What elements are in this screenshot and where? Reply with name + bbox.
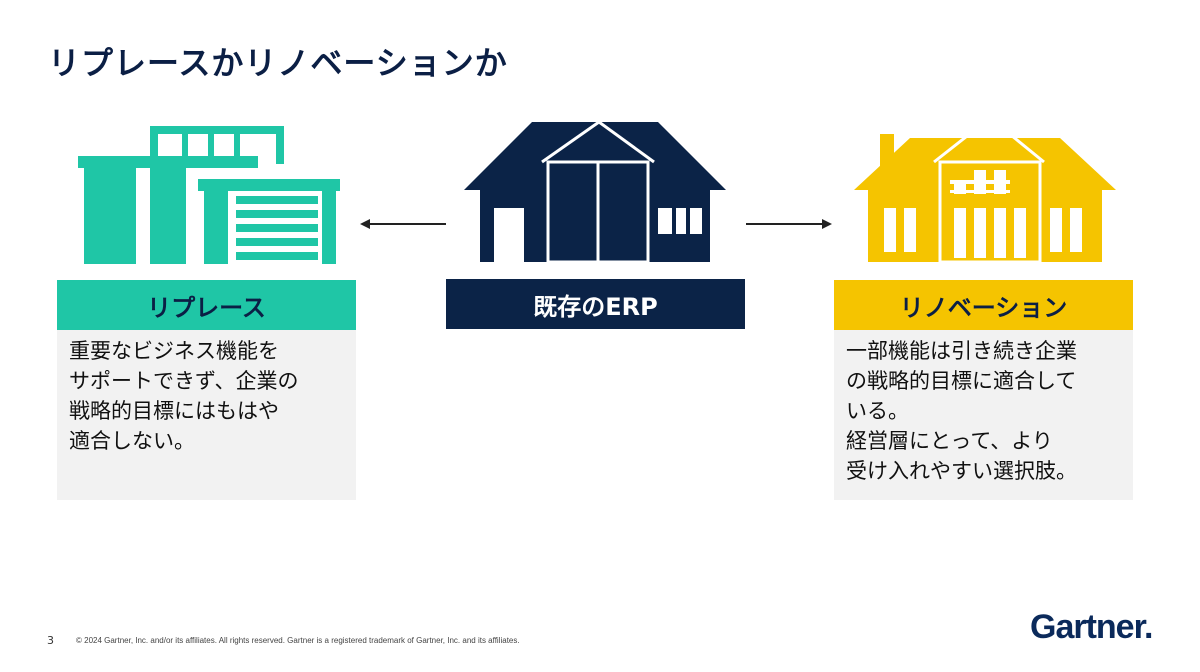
gartner-logo: Gartner. bbox=[1030, 608, 1153, 646]
replace-description: 重要なビジネス機能を サポートできず、企業の 戦略的目標にはもはや 適合しない。 bbox=[57, 330, 356, 500]
renovation-description: 一部機能は引き続き企業 の戦略的目標に適合して いる。 経営層にとって、より 受… bbox=[834, 330, 1133, 500]
existing-erp-label: 既存のERP bbox=[446, 279, 745, 329]
page-number: 3 bbox=[47, 634, 54, 647]
renovation-label: リノベーション bbox=[834, 280, 1133, 330]
copyright-notice: © 2024 Gartner, Inc. and/or its affiliat… bbox=[76, 636, 520, 645]
house-icon bbox=[464, 118, 726, 268]
modern-building-icon bbox=[78, 124, 340, 270]
page-title: リプレースかリノベーションか bbox=[48, 44, 508, 82]
renovated-house-icon bbox=[854, 116, 1116, 268]
arrow-left-icon bbox=[360, 216, 446, 236]
arrow-right-icon bbox=[746, 216, 832, 236]
replace-label: リプレース bbox=[57, 280, 356, 330]
